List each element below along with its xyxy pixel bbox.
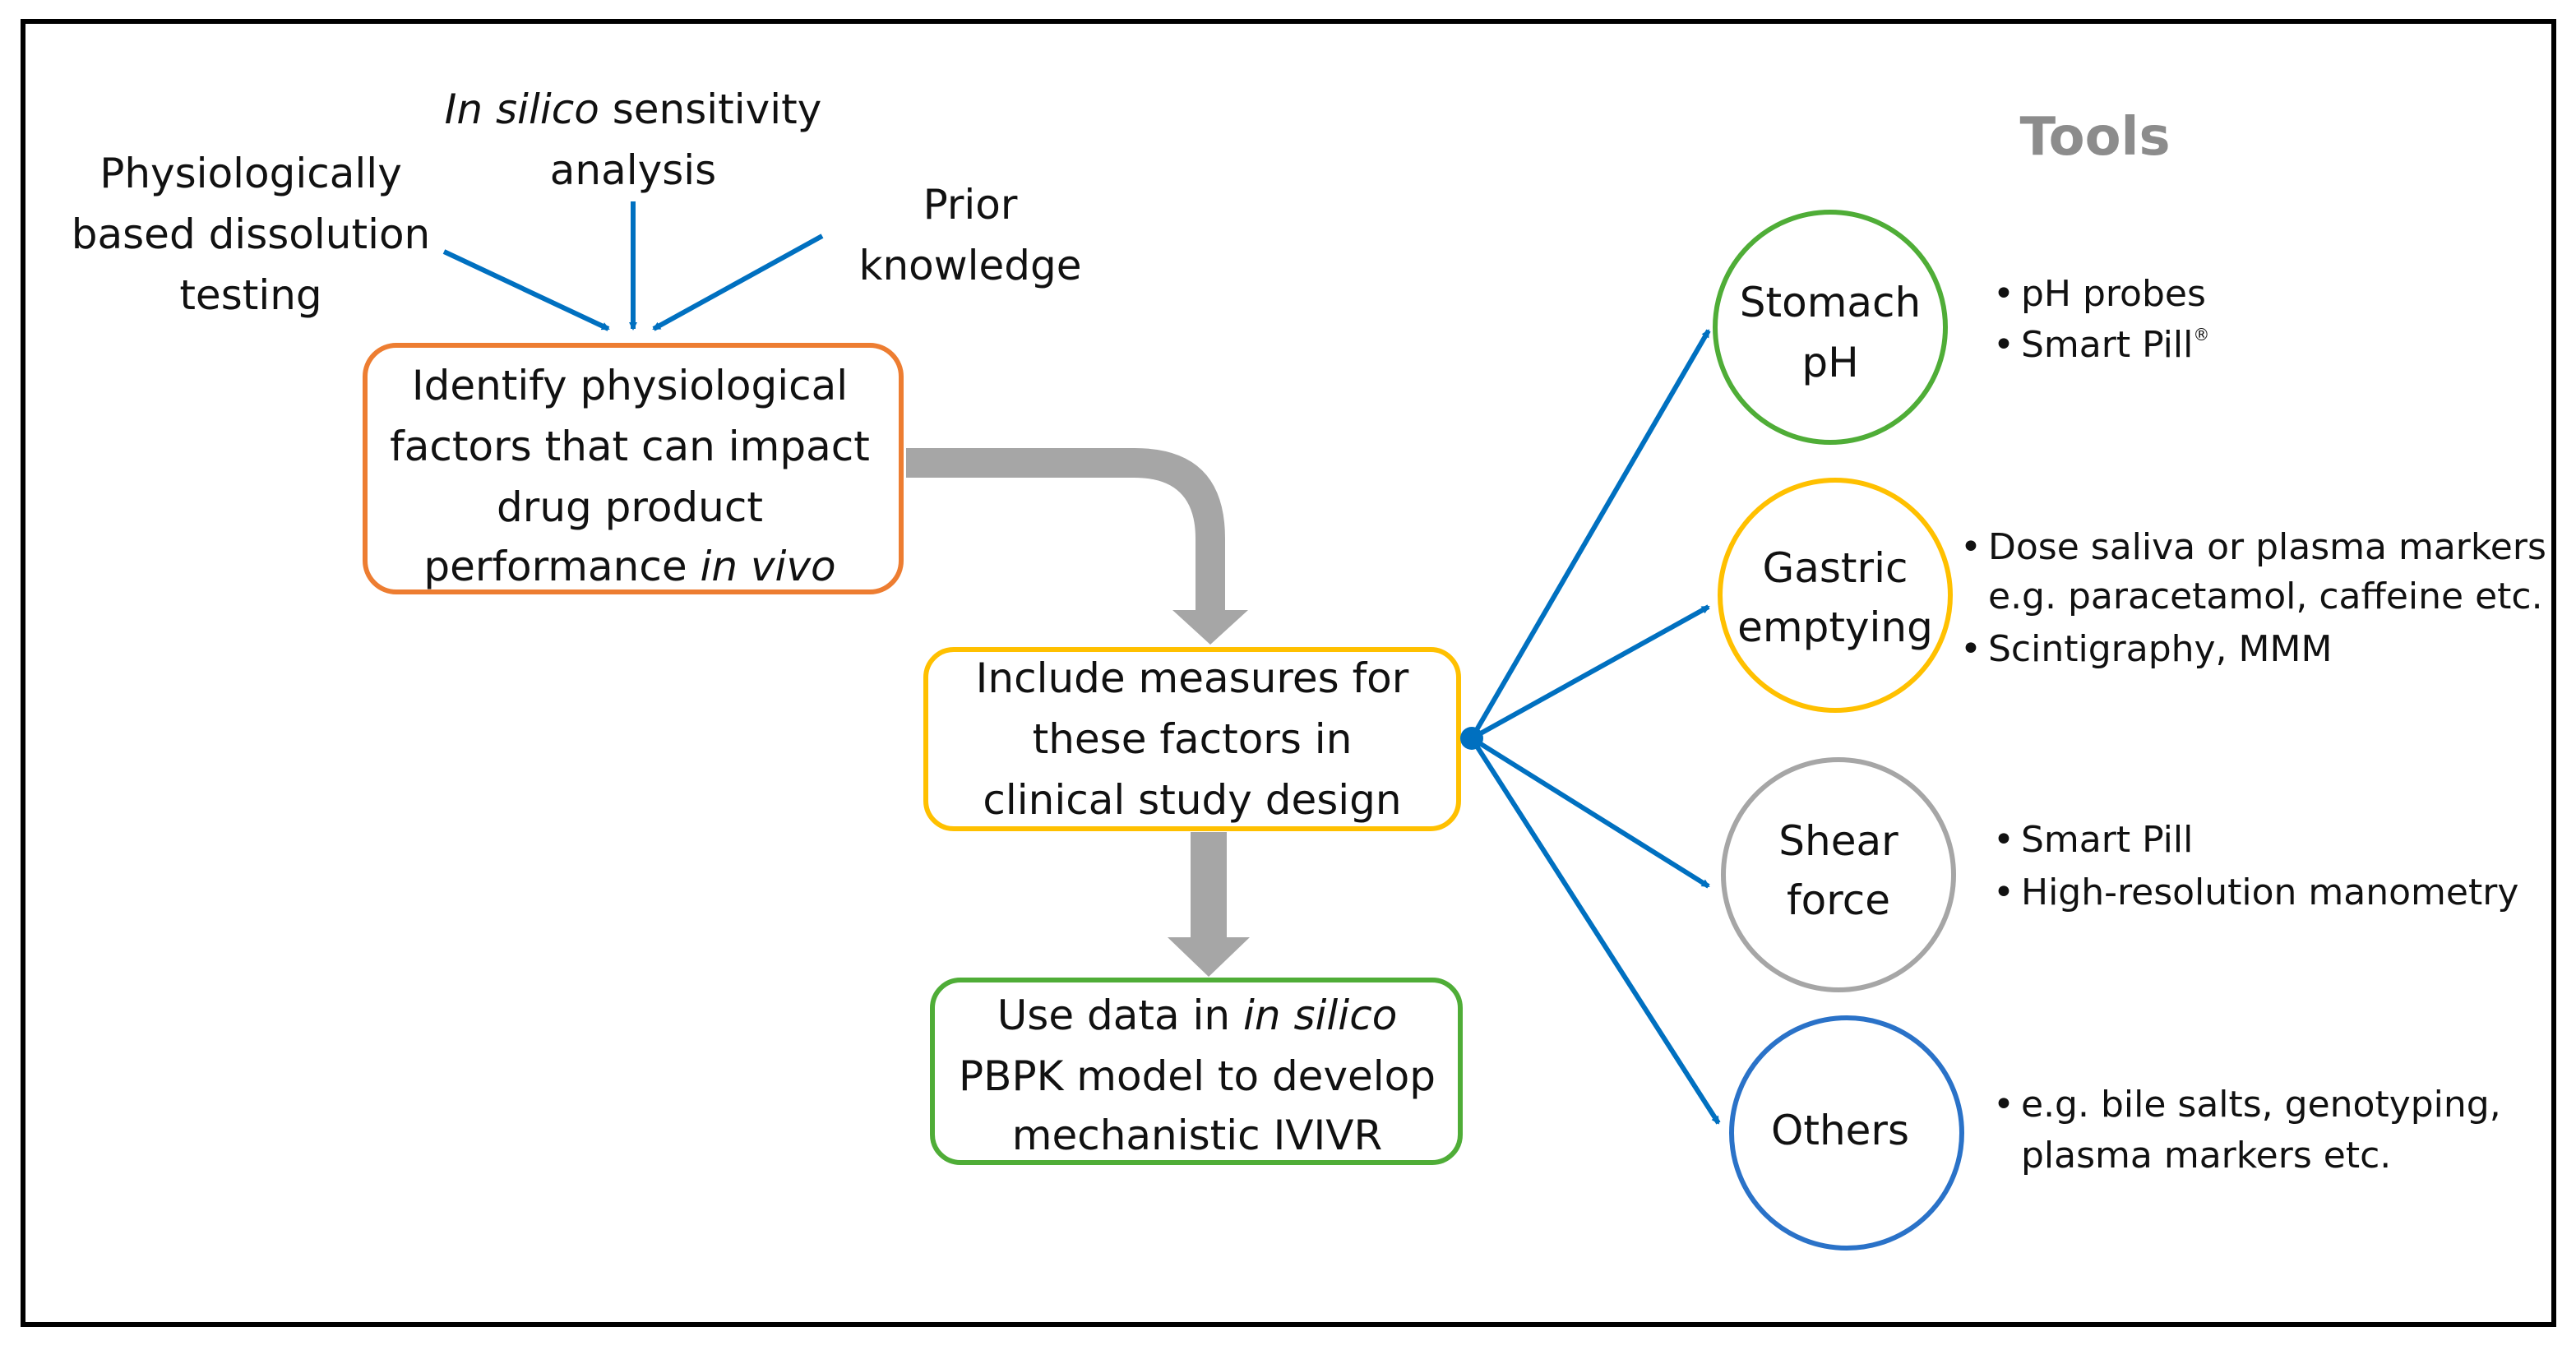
bullet-mark: • (1960, 526, 1982, 568)
others-line1: Others (1771, 1107, 1909, 1154)
tool-dose-markers-line1: Dose saliva or plasma markers (1988, 526, 2546, 568)
tools-shear-list: • Smart Pill • High-resolution manometry (1993, 819, 2518, 913)
bullet-mark: • (1960, 628, 1982, 670)
tool-smart-pill: Smart Pill® (2021, 324, 2209, 366)
factor-stomach-ph: Stomach pH (1713, 210, 1948, 445)
input-labels: Physiologically based dissolution testin… (72, 86, 1082, 319)
prior-label-line1: Prior (923, 181, 1018, 229)
arrow-to-others (1469, 737, 1721, 1125)
flow-arrows (906, 448, 1250, 977)
tools-stomach-list: • pH probes • Smart Pill® (1993, 273, 2209, 366)
tools-title: Tools (2019, 107, 2170, 168)
use-data-box: Use data in in silico PBPK model to deve… (930, 978, 1463, 1165)
arrow-physio-to-identify (442, 249, 610, 331)
identify-line1: Identify physiological (412, 362, 848, 409)
include-line3: clinical study design (983, 776, 1401, 824)
shear-line1: Shear (1778, 817, 1898, 865)
identify-factors-box: Identify physiological factors that can … (363, 343, 904, 594)
factor-arrows (1460, 329, 1721, 1125)
insilico-label-line2: analysis (550, 146, 716, 194)
use-line1: Use data in in silico (997, 992, 1398, 1039)
bullet-mark: • (1993, 819, 2014, 861)
tool-smart-pill-shear: Smart Pill (2021, 819, 2193, 861)
arrow-to-stomach (1469, 329, 1711, 740)
factor-shear-force: Shear force (1721, 757, 1956, 992)
physio-label-line2: based dissolution (72, 210, 431, 258)
include-line1: Include measures for (976, 654, 1409, 702)
gastric-line1: Gastric (1763, 544, 1908, 592)
outer-frame (21, 19, 2556, 1327)
input-arrows (442, 201, 824, 331)
bullet-mark: • (1993, 1084, 2014, 1126)
tools-gastric-list: • Dose saliva or plasma markers e.g. par… (1960, 526, 2546, 670)
insilico-label-line1: In silico sensitivity (445, 86, 822, 133)
identify-line4: performance in vivo (423, 543, 835, 590)
factor-gastric-emptying: Gastric emptying (1718, 478, 1953, 713)
flow-arrow-include-to-use (1168, 832, 1250, 977)
tool-ph-probes: pH probes (2021, 273, 2206, 315)
flow-arrow-identify-to-include (906, 448, 1248, 645)
physio-label-line1: Physiologically (99, 150, 402, 197)
include-measures-box: Include measures for these factors in cl… (923, 647, 1461, 831)
physio-label-line3: testing (179, 271, 321, 319)
tool-dose-markers-line2: e.g. paracetamol, caffeine etc. (1988, 576, 2543, 617)
bullet-mark: • (1993, 871, 2014, 913)
tool-scintigraphy: Scintigraphy, MMM (1988, 628, 2332, 670)
identify-line2: factors that can impact (390, 423, 870, 470)
shear-line2: force (1787, 876, 1890, 924)
tools-others-list: • e.g. bile salts, genotyping, plasma ma… (1993, 1084, 2501, 1177)
use-line3: mechanistic IVIVR (1012, 1112, 1382, 1159)
bullet-mark: • (1993, 324, 2014, 366)
prior-label-line2: knowledge (858, 242, 1081, 289)
arrow-to-shear (1470, 736, 1710, 889)
include-line2: these factors in (1033, 715, 1353, 763)
use-line2: PBPK model to develop (959, 1052, 1436, 1100)
identify-line3: drug product (497, 483, 763, 531)
tool-others-line2: plasma markers etc. (2021, 1135, 2391, 1177)
stomach-line1: Stomach (1740, 279, 1921, 326)
bullet-mark: • (1993, 273, 2014, 315)
stomach-line2: pH (1801, 339, 1858, 386)
tool-others-line1: e.g. bile salts, genotyping, (2021, 1084, 2501, 1126)
gastric-line2: emptying (1737, 603, 1933, 651)
arrow-to-gastric (1470, 604, 1710, 741)
arrow-prior-to-identify (652, 233, 824, 331)
tool-manometry: High-resolution manometry (2021, 871, 2518, 913)
factor-others: Others (1729, 1015, 1964, 1251)
